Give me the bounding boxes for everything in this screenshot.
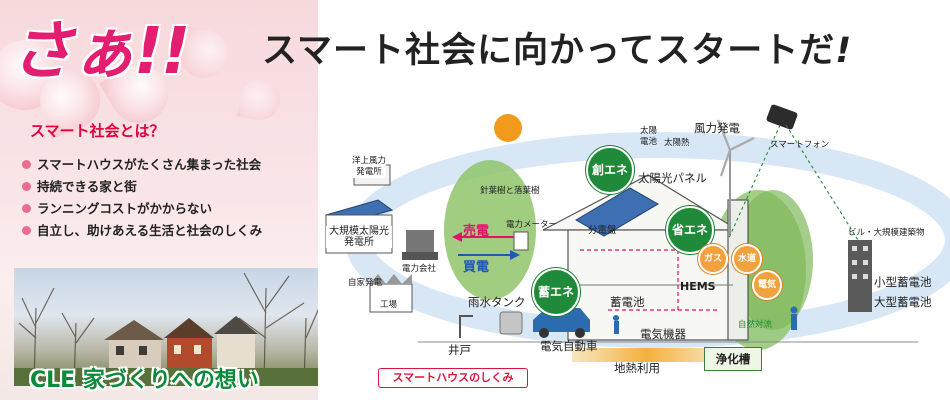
storage-battery-label: 蓄電池 [610,295,645,309]
list-item: スマートハウスがたくさん集まった社会 [22,154,262,176]
small-storage-label: 小型蓄電池 [874,275,932,289]
bullet-dot-icon [22,226,31,235]
smartphone-label: スマートフォン [770,140,830,150]
ev-label: 電気自動車 [540,339,598,353]
natural-ventilation-label: 自然対流 [738,320,773,330]
distribution-board-label: 分電盤 [588,225,617,236]
intro-question: スマート社会とは？ [30,122,165,140]
electricity-badge: 電気 [752,270,782,300]
cherry-blossom-petal [236,76,284,124]
bullet-dot-icon [22,182,31,191]
offshore-wind-label: 洋上風力 発電所 [352,156,387,178]
gas-badge: ガス [698,244,728,274]
intro-bullet-list: スマートハウスがたくさん集まった社会 持続できる家と街 ランニングコストがかから… [22,154,262,242]
system-caption-badge: スマートハウスのしくみ [378,368,528,388]
list-item: 自立し、助けあえる生活と社会のしくみ [22,220,262,242]
large-storage-label: 大型蓄電池 [874,295,932,309]
solar-cell-label: 太陽 電池 [640,126,658,147]
well-label: 井戸 [448,343,471,357]
septic-tank-label: 浄化槽 [704,347,762,371]
large-solar-label: 大規模太陽光 発電所 [326,226,392,248]
list-item: 持続できる家と街 [22,176,262,198]
hems-label: HEMS [680,280,716,293]
geothermal-label: 地熱利用 [614,361,660,375]
smart-house-diagram: 洋上風力 発電所 大規模太陽光 発電所 電力会社 自家発電 工場 井戸 針葉樹と… [318,80,950,400]
water-badge: 水道 [732,244,762,274]
power-company-label: 電力会社 [402,264,437,274]
solar-heat-label: 太陽熱 [664,138,690,148]
sell-power-label: 売電 [463,224,490,239]
rain-tank-label: 雨水タンク [468,295,526,309]
meter-label: 電力メーター [506,220,558,230]
factory-label: 工場 [380,300,398,310]
page-title: スマート社会に向かってスタートだ! [262,31,853,71]
house-photo-illustration [14,272,318,386]
building-label: ビル・大規模建築物 [848,228,925,238]
brand-caption: CLE 家づくりへの想い [30,368,259,393]
create-energy-badge: 創エネ [586,146,634,194]
appliances-label: 電気機器 [640,327,686,341]
wind-power-label: 風力発電 [694,121,740,135]
greeting-title: さぁ!! [10,15,190,89]
house-photo [14,268,318,386]
intro-panel: さぁ!! スマート社会とは？ スマートハウスがたくさん集まった社会 持続できる家… [0,0,318,400]
bullet-dot-icon [22,204,31,213]
private-generation-label: 自家発電 [348,278,383,288]
solar-panel-label: 太陽光パネル [638,171,707,185]
diagram-illustration [324,104,950,362]
trees-label: 針葉樹と落葉樹 [480,186,540,196]
bullet-dot-icon [22,160,31,169]
buy-power-label: 買電 [463,260,490,275]
store-energy-badge: 蓄エネ [532,268,580,316]
list-item: ランニングコストがかからない [22,198,262,220]
